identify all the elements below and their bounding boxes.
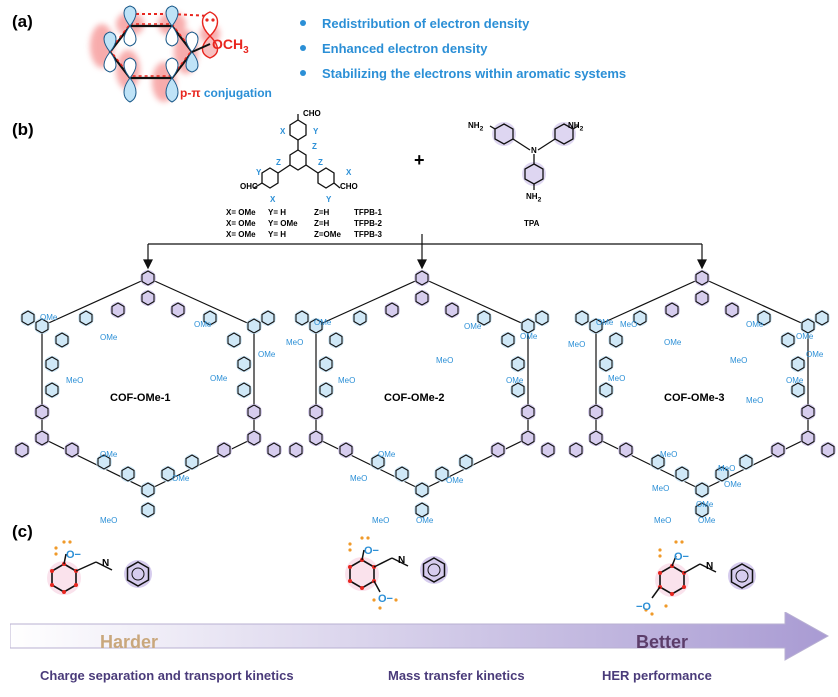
bullet-item: Stabilizing the electrons within aromati… (300, 64, 626, 82)
ome-label: OMe (100, 450, 118, 459)
ome-label: OMe (746, 320, 764, 329)
ome-label: OMe (520, 332, 538, 341)
ome-label: OMe (696, 500, 714, 509)
ome-label: OMe (416, 516, 434, 525)
meo-label: MeO (100, 516, 118, 525)
z-label: Z (318, 158, 323, 167)
tpa-label: TPA (524, 219, 540, 228)
x-label: X (280, 127, 286, 136)
meo-label: MeO (372, 516, 390, 525)
ome-label: OMe (258, 350, 276, 359)
p-pi-conjugation-caption: p-π conjugation (180, 86, 272, 100)
panel-a-label: (a) (12, 12, 33, 31)
bullet-dot-icon (300, 45, 306, 51)
tpa-n-label: N (531, 146, 537, 155)
p-pi-conjugation-diagram (90, 5, 220, 103)
ome-label: OMe (698, 516, 716, 525)
ome-label: OMe (506, 376, 524, 385)
x-label: X (270, 195, 276, 204)
ome-label: OMe (664, 338, 682, 347)
ome-label: OMe (40, 313, 58, 322)
y-label: Y (256, 168, 262, 177)
meo-label: MeO (350, 474, 368, 483)
cho-label: CHO (303, 109, 321, 118)
better-label: Better (636, 632, 689, 652)
meo-label: MeO (66, 376, 84, 385)
conjugation-dots (130, 13, 211, 34)
ome-label: OMe (194, 320, 212, 329)
ome-label: OMe (378, 450, 396, 459)
nh2-label: NH2 (468, 121, 484, 133)
x-label: X (346, 168, 352, 177)
tpa-monomer-structure (489, 122, 579, 190)
imine-n-label: N (706, 561, 714, 572)
cof-ome-2-label: COF-OMe-2 (384, 392, 445, 404)
o-minus-label: O− (66, 549, 81, 561)
trend-arrow (10, 612, 830, 661)
panel-b-label: (b) (12, 120, 34, 139)
meo-label: MeO (436, 356, 454, 365)
ome-label: OMe (100, 333, 118, 342)
y-label: Y (326, 195, 332, 204)
ome-label: OMe (724, 480, 742, 489)
o-minus-label: O− (674, 551, 689, 563)
bullet-item: Redistribution of electron density (300, 14, 626, 32)
imine-n-label: N (398, 555, 406, 566)
meo-label: MeO (620, 320, 638, 329)
bullet-dot-icon (300, 20, 306, 26)
minus-o-label: −O (636, 601, 651, 613)
meo-label: MeO (286, 338, 304, 347)
imine-n-label: N (102, 558, 110, 569)
electron-density-structures (46, 536, 757, 616)
meo-label: MeO (338, 376, 356, 385)
ome-label: OMe (796, 332, 814, 341)
ome-label: OMe (210, 374, 228, 383)
bottom-caption-her: HER performance (602, 668, 712, 683)
ohc-label: OHC (240, 182, 258, 191)
tfpb-monomer-structure (253, 114, 341, 189)
z-label: Z (312, 142, 317, 151)
meo-label: MeO (608, 374, 626, 383)
methoxy-label: OCH3 (212, 36, 249, 56)
ome-label: OMe (446, 476, 464, 485)
meo-label: MeO (718, 464, 736, 473)
bullet-list: Redistribution of electron density Enhan… (300, 14, 626, 82)
nh2-label: NH2 (526, 192, 542, 204)
z-label: Z (276, 158, 281, 167)
bottom-caption-charge: Charge separation and transport kinetics (40, 668, 294, 683)
meo-label: MeO (660, 450, 678, 459)
bullet-dot-icon (300, 70, 306, 76)
o-minus-label: O− (364, 545, 379, 557)
ome-label: OMe (314, 318, 332, 327)
meo-label: MeO (652, 484, 670, 493)
o-minus-label: O− (378, 593, 393, 605)
harder-label: Harder (100, 632, 159, 652)
ome-label: OMe (172, 474, 190, 483)
meo-label: MeO (654, 516, 672, 525)
ome-label: OMe (806, 350, 824, 359)
ome-label: OMe (786, 376, 804, 385)
ome-label: OMe (464, 322, 482, 331)
nh2-label: NH2 (568, 121, 584, 133)
reaction-connector-arrows (143, 234, 707, 270)
ome-label: OMe (596, 318, 614, 327)
meo-label: MeO (730, 356, 748, 365)
meo-label: MeO (746, 396, 764, 405)
meo-label: MeO (568, 340, 586, 349)
cof-ome-1-label: COF-OMe-1 (110, 392, 171, 404)
panel-c-label: (c) (12, 522, 33, 541)
bullet-item: Enhanced electron density (300, 39, 626, 57)
y-label: Y (313, 127, 319, 136)
plus-sign: + (414, 150, 425, 170)
bottom-caption-mass: Mass transfer kinetics (388, 668, 525, 683)
cho-label: CHO (340, 182, 358, 191)
cof-ome-3-label: COF-OMe-3 (664, 392, 725, 404)
